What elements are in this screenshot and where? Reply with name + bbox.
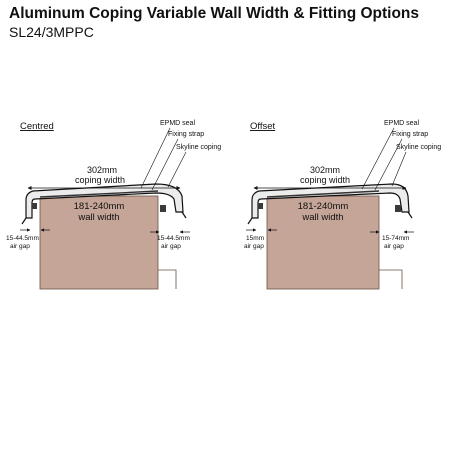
offset-wall <box>266 195 380 290</box>
offset-width-value: 302mm <box>310 165 340 175</box>
centred-left-gap-value: 15-44.5mm <box>6 235 39 242</box>
centred-fixing-strap <box>39 190 159 198</box>
offset-strap-callout: Fixing strap <box>392 131 428 138</box>
centred-strap-callout: Fixing strap <box>168 131 204 138</box>
offset-coping-profile <box>251 183 410 219</box>
offset-seal-left <box>258 203 263 209</box>
offset-coping-callout: Skyline coping <box>396 144 441 151</box>
offset-left-gap-value: 15mm <box>246 235 264 242</box>
centred-left-gap-label: air gap <box>10 243 30 250</box>
page-title: Aluminum Coping Variable Wall Width & Fi… <box>9 5 420 22</box>
offset-left-gap-label: air gap <box>244 243 264 250</box>
centred-wall <box>39 195 159 290</box>
centred-coping-callout: Skyline coping <box>176 144 221 151</box>
centred-right-gap-label: air gap <box>161 243 181 250</box>
offset-right-gap-value: 15-74mm <box>382 235 409 242</box>
centred-right-gap-value: 15-44.5mm <box>157 235 190 242</box>
centred-diagram: Centred 302mm coping width 181-240mm wal… <box>6 120 221 290</box>
centred-wall-value: 181-240mm <box>74 201 125 212</box>
centred-label: Centred <box>20 121 54 132</box>
centred-width-value: 302mm <box>87 165 117 175</box>
offset-diagram: Offset 302mm coping width 181-240mm wall… <box>244 120 441 290</box>
offset-wall-label: wall width <box>301 212 343 223</box>
centred-seal-right <box>160 205 166 212</box>
centred-wall-label: wall width <box>77 212 119 223</box>
centred-width-label: coping width <box>75 175 125 185</box>
centred-coping-profile <box>25 183 184 219</box>
offset-label: Offset <box>250 121 276 132</box>
centred-seal-callout: EPMD seal <box>160 120 195 127</box>
offset-seal-callout: EPMD seal <box>384 120 419 127</box>
offset-wall-value: 181-240mm <box>298 201 349 212</box>
offset-width-label: coping width <box>300 175 350 185</box>
centred-seal-left <box>32 203 37 209</box>
product-code: SL24/3MPPC <box>9 24 94 40</box>
offset-right-gap-label: air gap <box>384 243 404 250</box>
offset-fixing-strap <box>266 190 380 198</box>
offset-seal-right <box>395 205 401 212</box>
